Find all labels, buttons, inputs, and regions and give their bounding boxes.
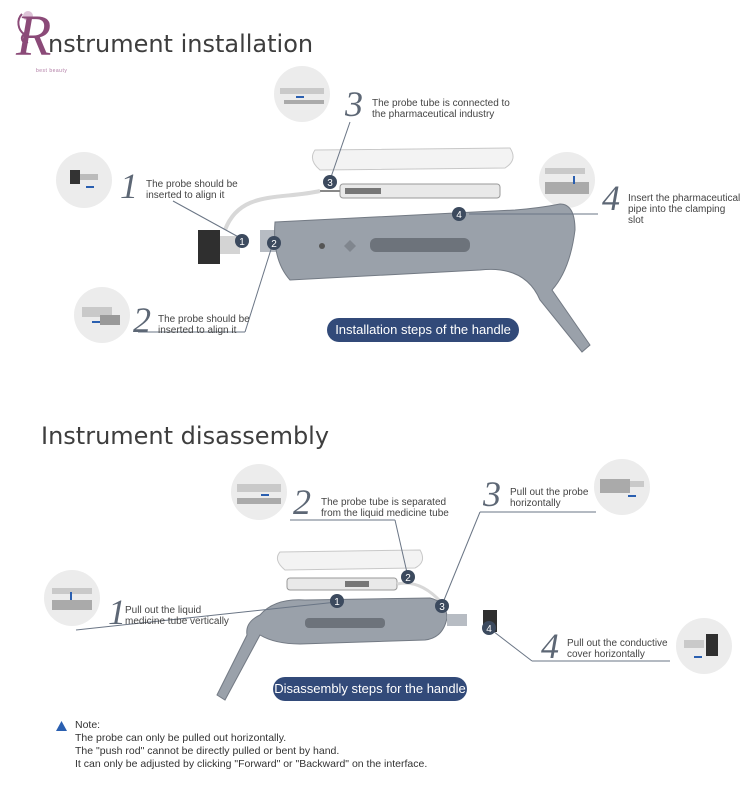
disassembly-step-3-text: Pull out the probe horizontally (510, 487, 595, 509)
note-line-1: The probe can only be pulled out horizon… (75, 732, 286, 745)
svg-text:3: 3 (439, 602, 445, 613)
svg-text:1: 1 (334, 597, 340, 608)
disassembly-step-2-text: The probe tube is separated from the liq… (321, 497, 456, 519)
disassembly-step-2-number: 2 (293, 484, 311, 520)
note-line-2: The "push rod" cannot be directly pulled… (75, 745, 339, 758)
disassembly-banner: Disassembly steps for the handle (273, 677, 467, 701)
disassembly-step-4-number: 4 (541, 628, 559, 664)
disassembly-step-1-number: 1 (108, 594, 126, 630)
warning-triangle-icon (56, 721, 67, 731)
svg-text:2: 2 (405, 573, 411, 584)
disassembly-step-4-text: Pull out the conductive cover horizontal… (567, 638, 677, 660)
disassembly-step-3-number: 3 (483, 476, 501, 512)
note-heading: Note: (75, 719, 100, 732)
note-line-3: It can only be adjusted by clicking "For… (75, 758, 427, 771)
disassembly-step-1-text: Pull out the liquid medicine tube vertic… (125, 605, 235, 627)
svg-text:4: 4 (486, 624, 492, 635)
